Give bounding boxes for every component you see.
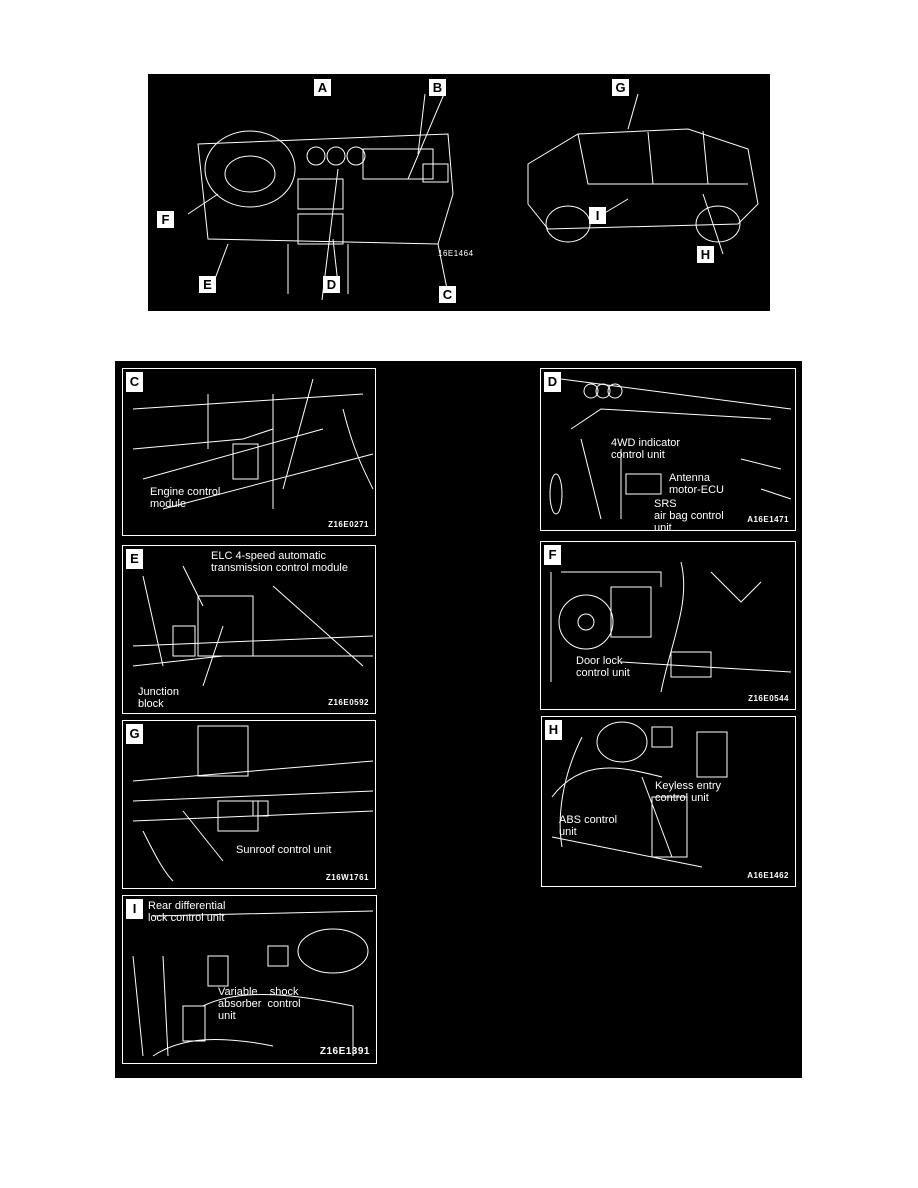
callout-c: C bbox=[439, 286, 456, 303]
figure-code: 16E1464 bbox=[438, 249, 474, 258]
panel-letter: E bbox=[126, 549, 143, 569]
panel-e: E ELC 4-speed automatic transmission con… bbox=[122, 545, 376, 714]
dashboard-and-vehicle-drawing bbox=[187, 93, 759, 301]
panel-letter: H bbox=[545, 720, 562, 740]
panel-h: H Keyless entry control unit ABS control… bbox=[541, 716, 796, 887]
panel-c: C Engine control module Z16E0271 bbox=[122, 368, 376, 536]
panel-i: I Rear differential lock control unit Va… bbox=[122, 895, 377, 1064]
component-locations: C Engine control module Z16E0271 D 4WD i… bbox=[115, 361, 802, 1078]
vehicle-overview-illustration: A B C D E F G H I 16E1464 bbox=[148, 74, 770, 311]
panel-letter: I bbox=[126, 899, 143, 919]
label-antenna-motor-ecu: Antenna motor-ECU bbox=[669, 472, 725, 496]
label-rear-differential-lock-control-unit: Rear differential lock control unit bbox=[148, 900, 226, 924]
figure-code: Z16E0544 bbox=[748, 694, 789, 703]
label-door-lock-control-unit: Door lock control unit bbox=[576, 655, 630, 679]
figure-code: A16E1462 bbox=[747, 871, 789, 880]
figure-code: Z16E1391 bbox=[319, 1046, 370, 1057]
label-abs-control-unit: ABS control unit bbox=[559, 814, 618, 838]
callout-b: B bbox=[429, 79, 446, 96]
label-engine-control-module: Engine control module bbox=[150, 486, 221, 510]
figure-code: Z16E0271 bbox=[328, 520, 369, 529]
callout-h: H bbox=[697, 246, 714, 263]
panel-letter: G bbox=[126, 724, 143, 744]
callout-f: F bbox=[157, 211, 174, 228]
label-srs-air-bag-control-unit: SRS air bag control unit bbox=[654, 498, 724, 531]
label-keyless-entry-control-unit: Keyless entry control unit bbox=[655, 780, 722, 804]
callout-a: A bbox=[314, 79, 331, 96]
panel-letter: C bbox=[126, 372, 143, 392]
panel-f: F Door lock control unit Z16E0544 bbox=[540, 541, 796, 710]
callout-i: I bbox=[589, 207, 606, 224]
figure-code: Z16W1761 bbox=[325, 873, 369, 882]
panel-letter: D bbox=[544, 372, 561, 392]
figure-code: A16E1471 bbox=[747, 515, 789, 524]
label-junction-block: Junction block bbox=[138, 686, 179, 710]
figure-code: Z16E0592 bbox=[328, 698, 369, 707]
callout-g: G bbox=[612, 79, 629, 96]
label-elc-transmission-control-module: ELC 4-speed automatic transmission contr… bbox=[211, 550, 348, 574]
label-4wd-indicator-control-unit: 4WD indicator control unit bbox=[611, 437, 681, 461]
panel-g: G Sunroof control unit Z16W1761 bbox=[122, 720, 376, 889]
panel-letter: F bbox=[544, 545, 561, 565]
callout-d: D bbox=[323, 276, 340, 293]
label-sunroof-control-unit: Sunroof control unit bbox=[236, 844, 332, 856]
panel-d: D 4WD indicator control unit Antenna mot… bbox=[540, 368, 796, 531]
label-variable-shock-absorber-control-unit: Variable shock absorber control unit bbox=[218, 986, 301, 1022]
callout-e: E bbox=[199, 276, 216, 293]
